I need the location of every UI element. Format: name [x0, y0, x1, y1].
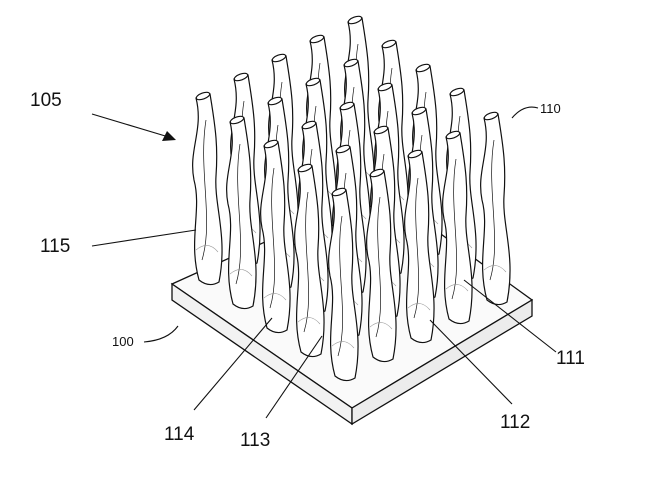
fin: [226, 115, 257, 310]
fin-body: [328, 189, 359, 382]
fin-array: [192, 15, 511, 382]
fin: [294, 163, 325, 358]
base-right-face: [351, 298, 533, 426]
fin-tip: [305, 77, 321, 87]
fin-tip: [267, 96, 283, 106]
fin-tip: [449, 87, 465, 97]
fin: [260, 139, 291, 334]
label-114: 114: [164, 424, 195, 445]
fin-tip: [411, 106, 427, 116]
fin-tip: [373, 125, 389, 135]
fin: [442, 130, 473, 325]
fin-body: [226, 117, 257, 310]
fin-tip: [309, 34, 325, 44]
fin-tip: [445, 130, 461, 140]
fin-tip: [195, 91, 211, 101]
fin-body: [260, 141, 291, 334]
fin-tip: [335, 144, 351, 154]
label-115: 115: [40, 236, 70, 257]
leader-110: [511, 106, 539, 119]
fin: [404, 149, 435, 344]
fin-tip: [301, 120, 317, 130]
leader-111: [463, 279, 557, 353]
label-105: 105: [30, 90, 62, 111]
fin-shading: [229, 269, 253, 277]
fin-tip: [381, 39, 397, 49]
fin-body: [294, 165, 325, 358]
fin-body: [192, 93, 223, 286]
fin-tip: [233, 72, 249, 82]
fin: [328, 187, 359, 382]
fin-tip: [343, 58, 359, 68]
label-110: 110: [540, 101, 561, 116]
fin-tip: [271, 53, 287, 63]
label-113: 113: [240, 430, 270, 451]
arrow-105-head: [162, 131, 176, 141]
fin-tip: [347, 15, 363, 25]
fin-tip: [369, 168, 385, 178]
fin-shading: [195, 245, 219, 253]
fin-shading: [263, 293, 287, 301]
fin-body: [480, 113, 511, 306]
fin-body: [404, 151, 435, 344]
fin-shading: [407, 303, 431, 311]
fin-tip: [263, 139, 279, 149]
fin: [480, 111, 511, 306]
fin-body: [442, 132, 473, 325]
fin-tip: [229, 115, 245, 125]
leader-113: [265, 335, 323, 419]
label-100: 100: [112, 334, 134, 349]
fin-tip: [297, 163, 313, 173]
fin: [366, 168, 397, 363]
leader-112: [429, 319, 513, 405]
fin-tip: [331, 187, 347, 197]
fin-shading: [331, 341, 355, 349]
label-112: 112: [500, 412, 530, 433]
fin-body: [366, 170, 397, 363]
leader-lines: [91, 106, 557, 419]
fin-shading: [369, 322, 393, 330]
leader-100: [143, 325, 179, 343]
leader-115: [91, 229, 197, 247]
fin: [192, 91, 223, 286]
leader-114: [193, 317, 273, 411]
fin-tip: [339, 101, 355, 111]
label-111: 111: [556, 348, 585, 369]
fin-tip: [415, 63, 431, 73]
arrow-105-shaft: [91, 113, 173, 139]
fin-tip: [377, 82, 393, 92]
fin-shading: [297, 317, 321, 325]
fin-shading: [445, 284, 469, 292]
fin-tip: [407, 149, 423, 159]
fin-shading: [483, 265, 507, 273]
fin-tip: [483, 111, 499, 121]
